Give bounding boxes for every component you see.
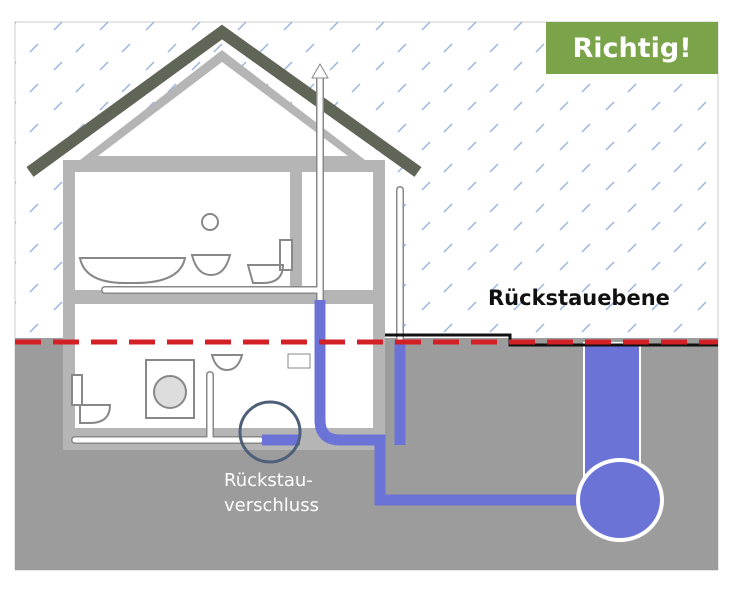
basement-toilet-icon	[71, 374, 112, 424]
valve-label-line1: Rückstau-	[224, 470, 313, 491]
control-box-icon	[287, 353, 311, 369]
backflow-valve-label: Rückstau- verschluss	[224, 468, 344, 518]
backflow-level-label: Rückstauebene	[488, 286, 670, 310]
basement-sink-icon	[210, 354, 244, 372]
valve-label-line2: verschluss	[224, 495, 319, 516]
sewer-main	[576, 458, 664, 542]
bathtub-icon	[78, 257, 187, 284]
vent-cap-icon	[311, 62, 329, 79]
water-filled-pipes	[262, 300, 600, 506]
backflow-valve-highlight	[238, 400, 302, 464]
roof	[26, 24, 422, 177]
sink-icon	[190, 254, 232, 277]
mirror-icon	[201, 213, 219, 231]
correct-badge: Richtig!	[546, 22, 718, 74]
toilet-icon	[246, 239, 293, 284]
